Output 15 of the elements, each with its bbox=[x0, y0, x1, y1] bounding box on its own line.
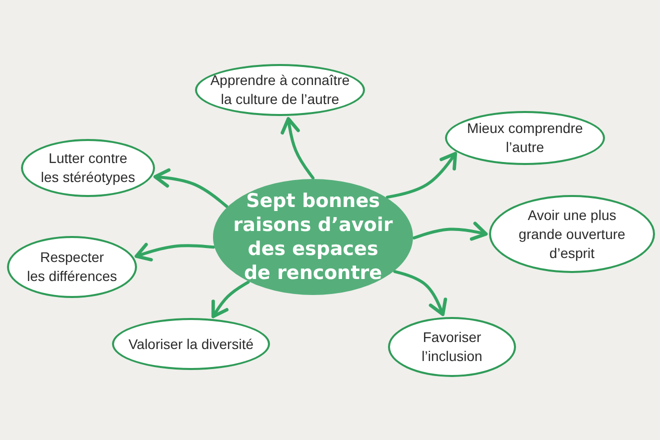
node-text: Valoriser la diversité bbox=[128, 334, 254, 354]
arrow bbox=[386, 152, 458, 199]
arrow bbox=[280, 117, 314, 180]
title-text: Sept bonnes raisons d’avoir des espaces de rencontre bbox=[233, 189, 393, 285]
node-text: Respecter les différences bbox=[26, 248, 118, 286]
arrow bbox=[134, 242, 215, 262]
node-text: Apprendre à connaître la culture de l’autre bbox=[210, 71, 350, 109]
node-text: Mieux comprendre l’autre bbox=[467, 119, 583, 157]
arrow bbox=[393, 270, 448, 316]
node-text: Lutter contre les stéréotypes bbox=[40, 149, 136, 187]
arrow bbox=[153, 168, 228, 208]
node-text: Avoir une plus grande ouverture d’esprit bbox=[518, 206, 626, 262]
node-text: Favoriser l’inclusion bbox=[422, 328, 482, 366]
arrow bbox=[211, 280, 250, 318]
arrow bbox=[412, 222, 488, 241]
